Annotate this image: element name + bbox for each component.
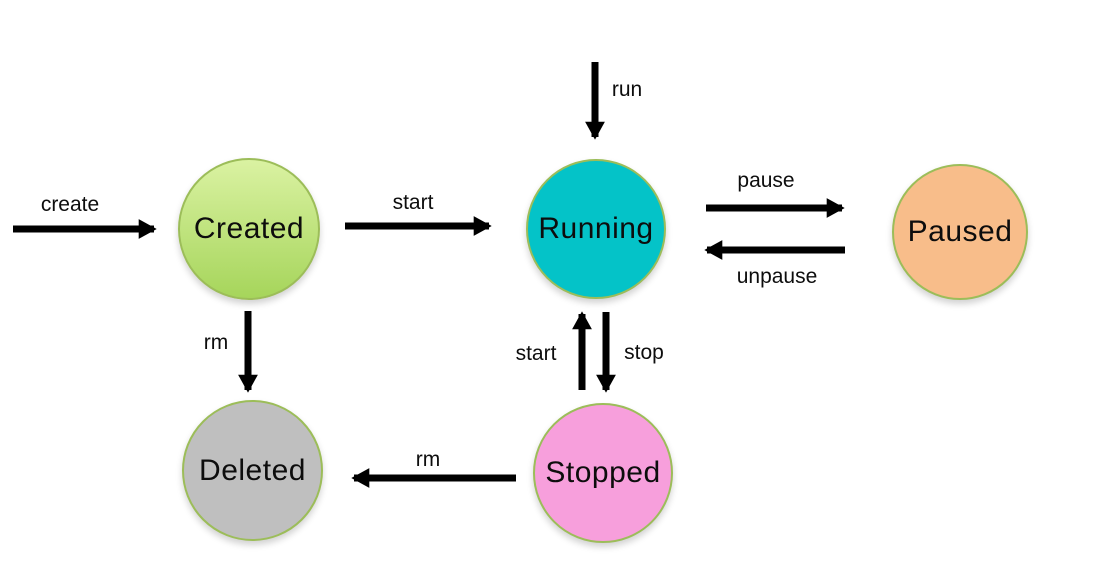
transition-label-pause: pause [737,169,795,192]
state-stopped-label: Stopped [545,456,661,489]
state-paused: Paused [892,164,1028,300]
transition-label-run: run [611,78,643,101]
state-running-label: Running [538,212,654,245]
transition-label-create: create [40,193,100,216]
transition-label-start-stopped-running: start [515,342,557,365]
transition-label-rm-stopped-deleted: rm [415,448,441,471]
transition-label-rm-created-deleted: rm [203,331,229,354]
transition-label-start-created-running: start [392,191,434,214]
state-stopped: Stopped [533,403,673,543]
state-paused-label: Paused [907,215,1013,248]
state-created: Created [178,158,320,300]
state-deleted: Deleted [182,400,323,541]
transition-label-unpause: unpause [736,265,818,288]
state-deleted-label: Deleted [199,453,306,487]
state-running: Running [526,159,666,299]
transition-label-stop: stop [624,341,664,364]
state-created-label: Created [193,212,305,245]
